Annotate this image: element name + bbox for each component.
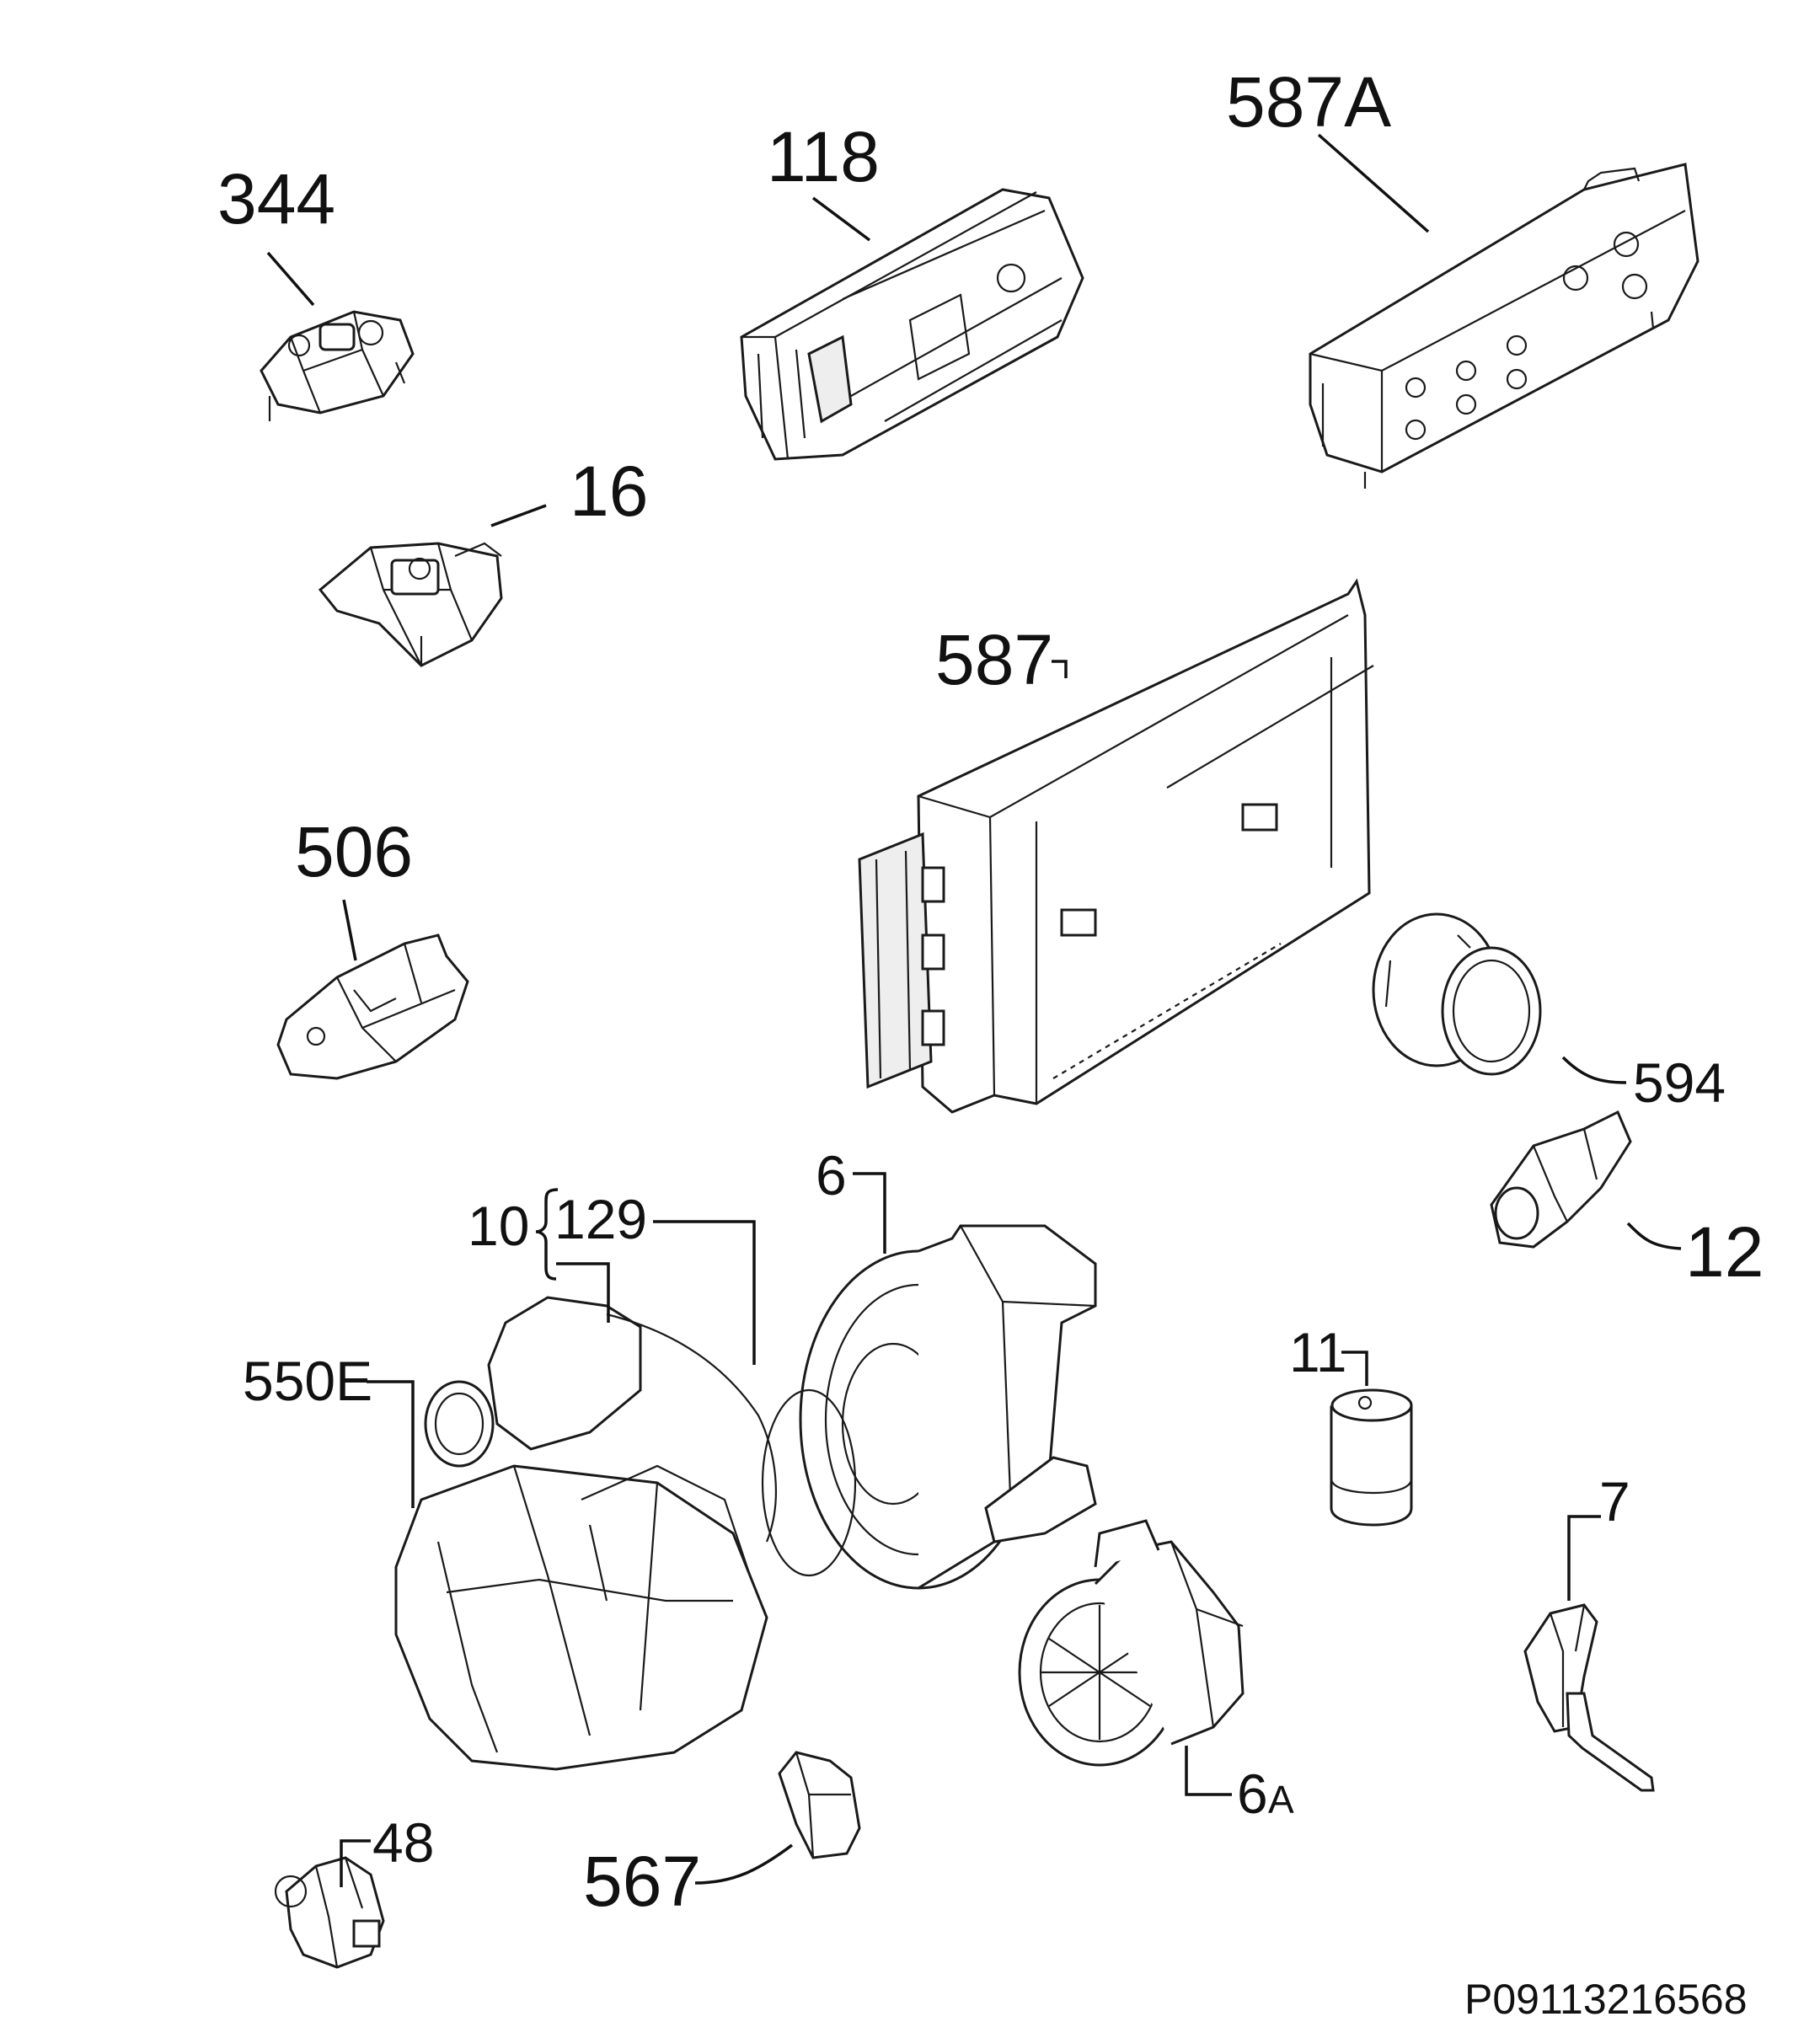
leader-6 [853,1172,886,1254]
leader-10-brace [535,1188,559,1281]
part-6A-drawing [1018,1519,1245,1767]
label-594: 594 [1633,1051,1726,1114]
label-118: 118 [767,117,880,196]
part-48-drawing [274,1856,385,1969]
leader-16 [490,504,547,527]
part-506-drawing [276,933,469,1080]
label-587A: 587A [1226,62,1391,142]
part-344-drawing [260,310,415,421]
leader-48 [340,1839,371,1887]
part-11-drawing [1330,1388,1413,1527]
label-16: 16 [570,452,648,531]
label-567: 567 [583,1842,701,1921]
leader-344 [266,251,315,307]
leader-594 [1561,1056,1627,1084]
label-6A-number: 6 [1237,1763,1268,1825]
reference-code: P09113216568 [1464,1976,1748,2022]
leader-7 [1567,1515,1601,1601]
leader-129 [653,1220,756,1365]
part-12-drawing [1490,1110,1632,1249]
leader-587A [1317,133,1430,233]
leader-12 [1626,1222,1682,1250]
label-48: 48 [372,1811,434,1874]
label-344: 344 [217,159,335,238]
label-6: 6 [816,1144,847,1206]
part-6-drawing [799,1224,1097,1590]
leader-10-lower [556,1262,610,1323]
leader-550E [367,1380,415,1508]
label-11: 11 [1289,1321,1347,1383]
label-550E: 550E [243,1350,372,1412]
part-118-drawing [740,188,1084,461]
leader-6A [1185,1746,1232,1796]
part-16-drawing [318,542,503,667]
part-594-drawing [1372,912,1542,1076]
label-12: 12 [1685,1212,1764,1292]
part-587-drawing [858,578,1374,1114]
leader-11 [1341,1351,1368,1386]
label-506: 506 [295,812,413,891]
leader-118 [811,196,871,242]
label-6A-suffix: A [1268,1778,1294,1821]
label-587: 587 [935,620,1053,699]
leader-567 [694,1843,794,1885]
part-7-drawing [1523,1603,1655,1792]
part-567-drawing [778,1751,861,1859]
part-550E-drawing [394,1296,857,1771]
part-587A-drawing [1309,163,1700,489]
leader-587 [1052,660,1068,678]
label-10: 10 [468,1195,529,1257]
label-129: 129 [554,1188,647,1250]
label-7: 7 [1599,1470,1630,1533]
leader-506 [342,899,357,961]
